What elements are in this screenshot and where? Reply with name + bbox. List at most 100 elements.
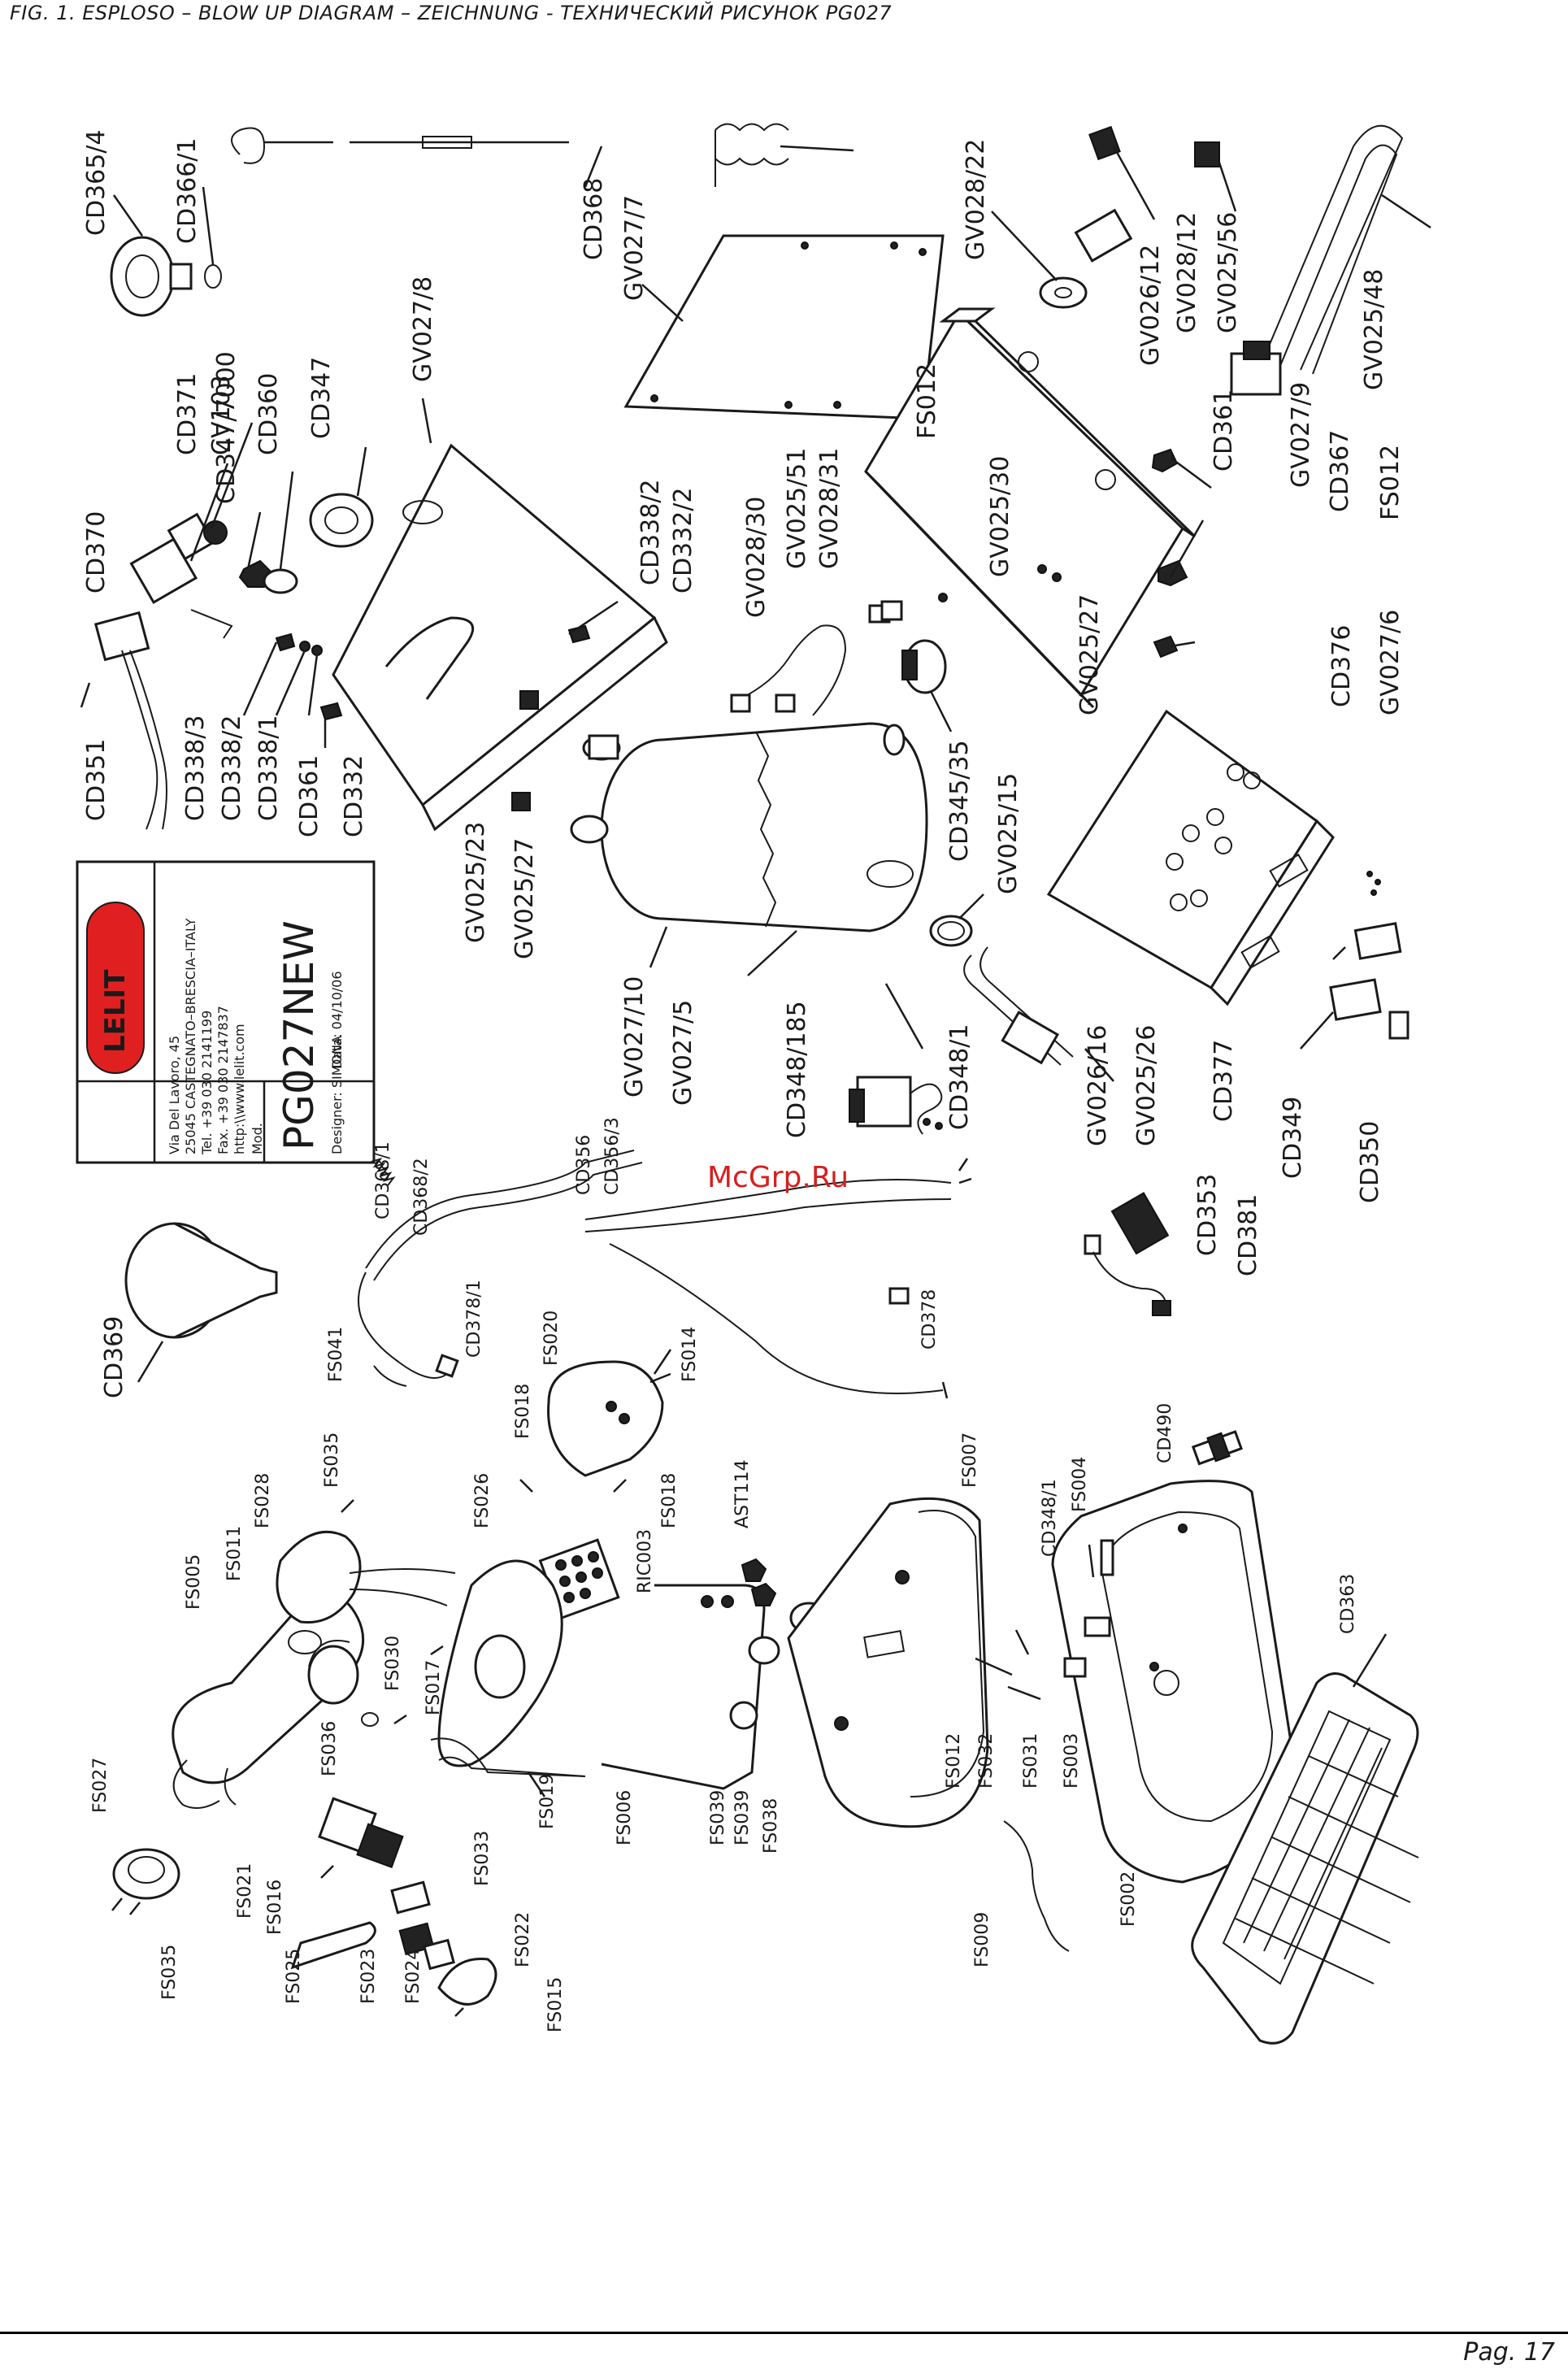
tb-mod-label: Mod. bbox=[250, 1123, 265, 1154]
label-fs007: FS007 bbox=[960, 1432, 980, 1488]
label-cv103: CV103 bbox=[207, 375, 236, 455]
label-fs025: FS025 bbox=[284, 1949, 304, 2004]
part-gv028-22 bbox=[991, 211, 1088, 309]
tb-tel: Tel. +39 030 2141199 bbox=[199, 1011, 215, 1155]
part-fs027 bbox=[111, 1848, 180, 1915]
label-gv025-15: GV025/15 bbox=[994, 773, 1023, 894]
label-fs026: FS026 bbox=[472, 1473, 493, 1528]
tb-model: PG027NEW bbox=[276, 920, 323, 1150]
tb-address1: Via Del Lavoro, 45 bbox=[167, 1036, 182, 1154]
label-cd347-7000: CD347/7000 bbox=[212, 351, 241, 504]
part-fs011-body bbox=[276, 1499, 456, 1624]
part-labels: CD365/4 CD366/1 CD368 GV027/7 GV028/22 G… bbox=[82, 129, 1405, 2032]
part-fs004-hardware bbox=[975, 1539, 1114, 1701]
label-cd347: CD347 bbox=[307, 357, 336, 439]
label-fs016: FS016 bbox=[265, 1880, 285, 1935]
label-gv025-30: GV025/30 bbox=[986, 456, 1014, 577]
part-cd370-plug bbox=[80, 611, 167, 830]
part-cd368-1-spring bbox=[358, 1150, 643, 1387]
label-fs005: FS005 bbox=[184, 1554, 204, 1610]
label-fs018b: FS018 bbox=[659, 1473, 680, 1528]
label-cd378: CD378 bbox=[919, 1289, 940, 1350]
label-cd378-1: CD378/1 bbox=[464, 1280, 484, 1358]
label-cd349: CD349 bbox=[1279, 1097, 1307, 1179]
part-cd490 bbox=[1191, 1430, 1243, 1466]
part-cd365-4 bbox=[110, 194, 193, 317]
part-cd356-cable bbox=[584, 1158, 972, 1399]
label-gv026-16: GV026/16 bbox=[1084, 1025, 1112, 1146]
part-cd348-block bbox=[849, 983, 943, 1135]
part-cd347-set bbox=[238, 446, 374, 594]
label-fs006: FS006 bbox=[615, 1790, 635, 1845]
label-cd371: CD371 bbox=[173, 373, 202, 455]
label-cd376: CD376 bbox=[1327, 625, 1356, 707]
label-fs012-a: FS012 bbox=[913, 363, 941, 439]
label-gv026-12: GV026/12 bbox=[1136, 245, 1165, 366]
label-cd356-3: CD356/3 bbox=[602, 1117, 623, 1195]
part-fs021 bbox=[318, 1797, 404, 1879]
label-gv028-31: GV028/31 bbox=[815, 448, 844, 569]
title-block: LELIT bbox=[76, 860, 376, 1164]
part-gv027-10-boiler bbox=[570, 722, 928, 976]
label-cd368-2: CD368/2 bbox=[411, 1158, 432, 1236]
label-gv027-6: GV027/6 bbox=[1376, 610, 1405, 715]
label-cd365-4: CD365/4 bbox=[82, 129, 111, 236]
label-gv027-10: GV027/10 bbox=[620, 976, 649, 1098]
label-cd348-1: CD348/1 bbox=[945, 1024, 974, 1130]
part-ric003-terminal bbox=[538, 1538, 620, 1620]
part-fs022 bbox=[437, 1957, 497, 2017]
label-cd338-2b: CD338/2 bbox=[218, 715, 246, 821]
label-cd350: CD350 bbox=[1356, 1121, 1384, 1203]
label-cd367: CD367 bbox=[1326, 430, 1354, 512]
part-gv027-8-box bbox=[332, 398, 668, 832]
part-cd366-1 bbox=[204, 264, 222, 289]
label-cd368-1: CD368/1 bbox=[373, 1141, 393, 1219]
label-fs019: FS019 bbox=[537, 1774, 558, 1829]
label-fs020: FS020 bbox=[541, 1311, 562, 1366]
label-cd360: CD360 bbox=[254, 373, 283, 455]
part-gv025-51-pipe bbox=[730, 600, 903, 716]
part-fs007-iron-cover bbox=[787, 1497, 989, 1828]
label-gv027-9: GV027/9 bbox=[1287, 382, 1315, 488]
part-fs025-strip bbox=[290, 1880, 455, 1971]
label-fs018a: FS018 bbox=[513, 1384, 533, 1439]
label-gv028-30: GV028/30 bbox=[742, 497, 771, 618]
label-ric003: RIC003 bbox=[635, 1529, 655, 1593]
label-cd366-1: CD366/1 bbox=[173, 137, 202, 244]
page-number: Pag. 17 bbox=[1463, 2338, 1555, 2367]
part-fs036-knob bbox=[307, 1640, 444, 1727]
label-cd363: CD363 bbox=[1338, 1574, 1358, 1634]
label-gv025-23: GV025/23 bbox=[462, 822, 490, 943]
label-cd370: CD370 bbox=[82, 511, 111, 593]
part-fs019-frame bbox=[430, 1559, 586, 1797]
brand-logo: LELIT bbox=[99, 969, 132, 1053]
label-fs032: FS032 bbox=[976, 1733, 997, 1789]
label-gv025-27a: GV025/27 bbox=[1075, 594, 1104, 715]
footer-rule bbox=[0, 2332, 1568, 2334]
label-gv027-8: GV027/8 bbox=[409, 276, 437, 382]
label-gv028-12: GV028/12 bbox=[1173, 212, 1201, 333]
part-gv027-6-panel bbox=[1046, 709, 1381, 1006]
label-gv025-51: GV025/51 bbox=[783, 448, 811, 569]
label-fs039b: FS039 bbox=[732, 1790, 753, 1845]
label-gv027-5: GV027/5 bbox=[669, 1000, 697, 1106]
label-cd353: CD353 bbox=[1193, 1174, 1222, 1256]
label-gv027-7: GV027/7 bbox=[620, 195, 649, 301]
part-cd371-valve bbox=[129, 422, 254, 639]
label-cd356: CD356 bbox=[574, 1135, 594, 1195]
label-fs030: FS030 bbox=[383, 1636, 403, 1691]
label-cd361-b: CD361 bbox=[295, 755, 324, 837]
label-fs035a: FS035 bbox=[322, 1432, 342, 1488]
part-cd363-grid bbox=[1191, 1633, 1419, 2045]
part-gv026-12 bbox=[1074, 125, 1237, 263]
part-cd353-connector bbox=[1084, 1192, 1171, 1316]
label-gv028-22: GV028/22 bbox=[962, 139, 990, 260]
label-gv025-48: GV025/48 bbox=[1360, 269, 1388, 390]
label-fs015: FS015 bbox=[545, 1977, 566, 2032]
label-fs041: FS041 bbox=[326, 1327, 346, 1382]
label-cd338-2: CD338/2 bbox=[636, 479, 665, 585]
label-cd345-35: CD345/35 bbox=[945, 740, 974, 862]
label-fs017: FS017 bbox=[423, 1660, 444, 1715]
part-cd368-rod bbox=[231, 123, 854, 188]
part-gv027-9 bbox=[1151, 448, 1212, 659]
